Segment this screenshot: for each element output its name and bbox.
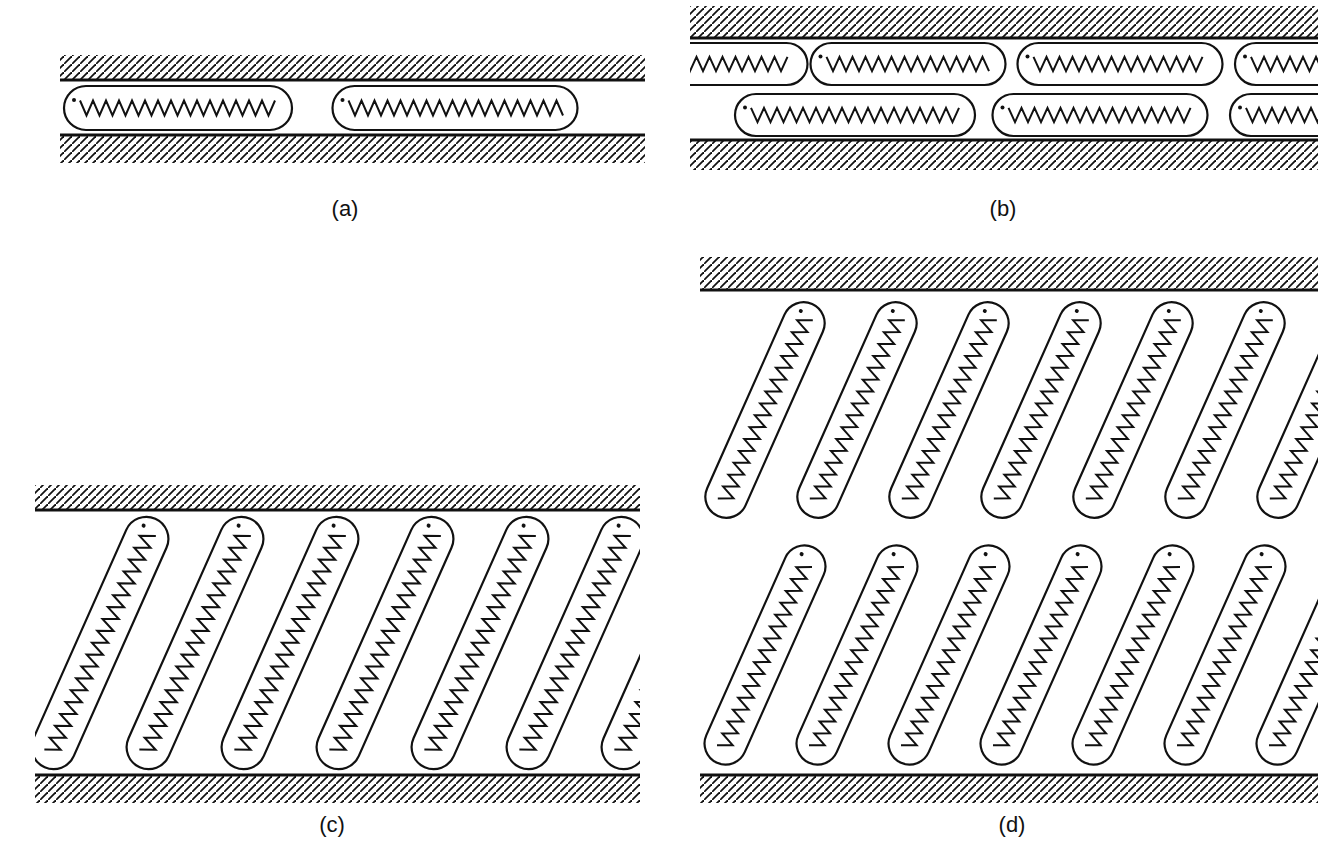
wall-surface [690,37,1318,40]
molecule-capsule [1250,539,1318,772]
molecule-capsule [811,43,1006,85]
molecule-capsule [595,512,640,773]
panel-drawing [25,485,746,803]
molecule-capsule [993,94,1208,136]
panel-drawing [60,55,645,163]
wall-hatching [700,775,1318,803]
wall-hatching [700,257,1318,290]
wall-hatching [35,485,640,510]
molecule-capsule [1230,94,1318,136]
molecule-capsule [64,86,292,130]
wall-hatching [690,6,1318,38]
wall-surface [690,139,1318,142]
wall-hatching [60,135,645,163]
molecule-capsule [1018,43,1223,85]
molecule-capsule [690,43,808,85]
panel-label: (c) [319,812,345,838]
wall-surface [700,774,1318,777]
molecule-capsule [1251,295,1318,524]
wall-hatching [35,775,640,803]
molecule-capsule [1235,43,1318,85]
panel-drawing [603,6,1325,170]
wall-surface [35,774,640,777]
wall-surface [60,134,645,137]
panel-label: (d) [999,812,1026,838]
wall-surface [700,289,1318,292]
panel-label: (b) [990,196,1017,222]
molecule-capsule [333,86,578,130]
wall-hatching [690,140,1318,170]
wall-surface [35,509,640,512]
wall-surface [60,79,645,82]
panel-label: (a) [332,196,359,222]
panel-drawing [698,257,1325,803]
molecule-capsule [735,94,975,136]
wall-hatching [60,55,645,80]
